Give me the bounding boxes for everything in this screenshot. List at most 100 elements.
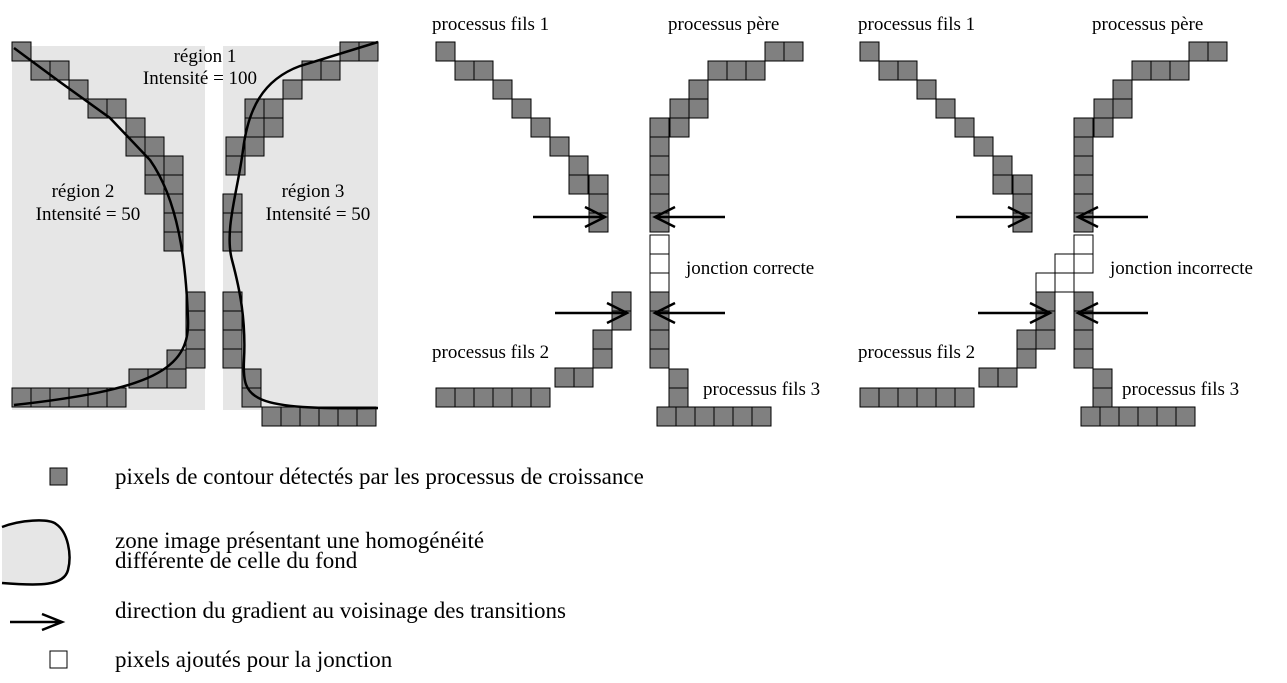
legend-item-zone: zone image présentant une homogénéité di… — [1, 519, 484, 586]
contour-pixel — [935, 387, 956, 408]
contour-pixel — [1092, 368, 1113, 389]
contour-pixel — [1073, 174, 1094, 195]
gradient-arrow — [652, 205, 725, 229]
contour-pixel-swatch — [49, 467, 68, 486]
contour-pixels-left — [11, 41, 206, 408]
contour-pixel — [435, 41, 456, 62]
label-child2: processus fils 2 — [432, 342, 549, 363]
contour-pixel — [878, 60, 899, 81]
contour-pixel — [568, 155, 589, 176]
contour-pixel — [656, 406, 677, 427]
contour-pixel — [688, 98, 709, 119]
contour-pixel — [675, 406, 696, 427]
contour-pixel — [649, 155, 670, 176]
contour-pixel — [282, 79, 303, 100]
contour-pixel — [185, 291, 206, 312]
legend-added-text: pixels ajoutés pour la jonction — [115, 647, 393, 672]
label-father: processus père — [668, 14, 779, 35]
added-pixel — [649, 234, 670, 255]
contour-pixels-right — [222, 41, 379, 427]
panel-correct-junction: processus fils 1 processus père processu… — [432, 14, 820, 427]
label-junction: jonction correcte — [685, 258, 814, 279]
contour-pixel — [669, 98, 690, 119]
contour-pixel — [435, 387, 456, 408]
legend-item-added: pixels ajoutés pour la jonction — [49, 647, 393, 672]
contour-pixel — [1093, 117, 1114, 138]
contour-pixel — [1093, 98, 1114, 119]
contour-pixel — [1169, 60, 1190, 81]
added-pixels-correct — [649, 234, 670, 293]
contour-pixel — [1073, 348, 1094, 369]
contour-pixel — [1118, 406, 1139, 427]
legend-item-contour: pixels de contour détectés par les proce… — [49, 464, 644, 489]
contour-pixel — [263, 117, 284, 138]
region2-intensity: Intensité = 50 — [36, 204, 141, 225]
legend-gradient-text: direction du gradient au voisinage des t… — [115, 598, 566, 623]
legend-zone-text-1: zone image présentant une homogénéité — [115, 528, 484, 553]
contour-pixel — [1207, 41, 1228, 62]
gradient-arrow — [956, 205, 1031, 229]
contour-pixel — [1137, 406, 1158, 427]
contour-pixel — [764, 41, 785, 62]
contour-pixel — [726, 60, 747, 81]
contour-pixel — [492, 387, 513, 408]
added-pixel — [649, 272, 670, 293]
label-child2: processus fils 2 — [858, 342, 975, 363]
contour-pixel — [1016, 329, 1037, 350]
contour-pixel — [280, 406, 301, 427]
legend: pixels de contour détectés par les proce… — [1, 464, 644, 672]
legend-contour-text: pixels de contour détectés par les proce… — [115, 464, 644, 489]
contour-pixel — [554, 367, 575, 388]
contour-pixel — [166, 368, 187, 389]
contour-pixel — [549, 136, 570, 157]
panel-regions: région 1 Intensité = 100 région 2 Intens… — [11, 40, 379, 427]
label-child3: processus fils 3 — [1122, 379, 1239, 400]
contour-pixel — [997, 367, 1018, 388]
contour-pixel — [669, 117, 690, 138]
contour-pixel — [454, 387, 475, 408]
added-pixel — [649, 253, 670, 274]
contour-pixel — [973, 136, 994, 157]
contour-pixel — [783, 41, 804, 62]
gradient-arrow — [978, 301, 1053, 325]
contour-pixel — [954, 387, 975, 408]
contour-pixel — [668, 387, 689, 408]
contour-pixel — [473, 387, 494, 408]
contour-pixel — [222, 348, 243, 369]
label-child1: processus fils 1 — [858, 14, 975, 35]
contour-pixel — [454, 60, 475, 81]
contour-pixel — [1188, 41, 1209, 62]
contour-pixel — [1073, 155, 1094, 176]
added-pixel — [1073, 234, 1094, 255]
region2-name: région 2 — [52, 181, 115, 202]
contour-pixel — [244, 136, 265, 157]
contour-pixel — [859, 387, 880, 408]
contour-pixel — [530, 387, 551, 408]
contour-pixel — [668, 368, 689, 389]
region3-name: région 3 — [282, 181, 345, 202]
contour-pixel — [356, 406, 377, 427]
contour-pixel — [992, 155, 1013, 176]
panel-incorrect-junction: processus fils 1 processus père processu… — [858, 14, 1253, 427]
contour-pixel — [713, 406, 734, 427]
contour-pixel — [1016, 348, 1037, 369]
contour-pixel — [916, 387, 937, 408]
label-child1: processus fils 1 — [432, 14, 549, 35]
contour-pixel — [1012, 174, 1033, 195]
added-pixel-swatch — [49, 650, 68, 669]
contour-pixel — [222, 329, 243, 350]
contour-pixels-incorrect — [859, 41, 1228, 427]
zone-swatch-outline — [1, 519, 71, 586]
contour-pixel — [707, 60, 728, 81]
contour-pixel — [688, 79, 709, 100]
contour-pixel — [261, 406, 282, 427]
contour-pixel — [30, 387, 51, 408]
label-child3: processus fils 3 — [703, 379, 820, 400]
contour-pixel — [935, 98, 956, 119]
contour-pixel — [185, 329, 206, 350]
contour-pixel — [492, 79, 513, 100]
contour-pixel — [1112, 79, 1133, 100]
contour-pixel — [1150, 60, 1171, 81]
contour-pixel — [49, 60, 70, 81]
contour-pixel — [897, 387, 918, 408]
